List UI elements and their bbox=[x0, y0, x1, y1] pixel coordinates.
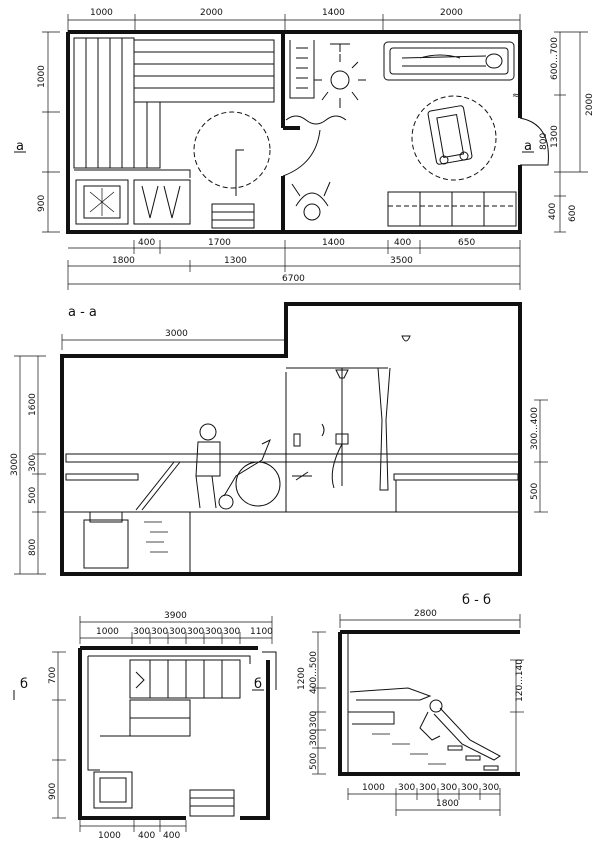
section-bb-bottom-3: 300 bbox=[419, 783, 436, 793]
section-aa-left-3: 500 bbox=[28, 487, 38, 504]
plan-b-top-dim-8: 1100 bbox=[250, 627, 273, 637]
section-bb-bottom-4: 300 bbox=[440, 783, 457, 793]
section-bb-bottom-5: 300 bbox=[461, 783, 478, 793]
shower-area bbox=[285, 40, 366, 125]
section-aa-walls bbox=[60, 302, 522, 576]
plan-b-top-total: 3900 bbox=[164, 611, 187, 621]
shower-section bbox=[292, 367, 391, 491]
sauna-benches bbox=[73, 37, 275, 229]
section-bb-bottom-6: 300 bbox=[482, 783, 499, 793]
plan-b-top-dim-5: 300 bbox=[187, 627, 204, 637]
plan-right-dim-outer: 2000 bbox=[585, 93, 595, 116]
plan-bottom-dim-8: 3500 bbox=[390, 256, 413, 266]
section-aa-right-1: 300...400 bbox=[530, 407, 540, 450]
plan-b-bottom-dimensions: 1000 400 400 bbox=[79, 820, 187, 841]
plan-b-section-mark-right: б bbox=[254, 677, 262, 692]
plan-right-dim-2: 1300 bbox=[550, 125, 560, 148]
door-swing bbox=[282, 129, 321, 177]
section-bb-title: б - б bbox=[462, 593, 491, 608]
section-bb-left-dimensions: 1200 400...500 300 300 500 bbox=[297, 631, 326, 775]
wheelchair-plan bbox=[411, 95, 497, 181]
plan-bottom-dim-4: 400 bbox=[394, 238, 411, 248]
plan-water-mark: ≈ bbox=[512, 91, 520, 101]
section-bb: б - б 2800 1200 400...500 300 300 5 bbox=[297, 593, 525, 816]
plan-b-bottom-dim-2: 400 bbox=[138, 831, 155, 841]
plan-top-dim-3: 1400 bbox=[322, 8, 345, 18]
plan-b: 3900 1000 300 300 300 300 300 300 1100 б… bbox=[13, 611, 277, 841]
plan-left-dim-2: 900 bbox=[37, 195, 47, 212]
section-aa-left-dimensions: 3000 1600 300 500 800 bbox=[10, 355, 46, 575]
plan-bottom-dimensions: 400 1700 1400 400 650 1800 1300 3500 670… bbox=[67, 238, 521, 290]
section-aa-top-dim: 3000 bbox=[165, 329, 188, 339]
plan-bottom-dim-7: 1300 bbox=[224, 256, 247, 266]
plan-bottom-dim-3: 1400 bbox=[322, 238, 345, 248]
section-aa-right-dimensions: 300...400 500 bbox=[530, 399, 548, 513]
plan-top-dim-2: 2000 bbox=[200, 8, 223, 18]
section-bb-bottom-2: 300 bbox=[398, 783, 415, 793]
section-aa-left-4: 800 bbox=[28, 539, 38, 556]
plan-b-section-mark-left: б bbox=[20, 677, 28, 692]
plan-b-left-dim-2: 900 bbox=[48, 783, 58, 800]
section-bb-left-4: 300 bbox=[309, 729, 319, 746]
plan-b-left-dimensions: 700 900 bbox=[48, 651, 66, 819]
section-bb-top-dim: 2800 bbox=[414, 609, 437, 619]
plan-b-top-dim-1: 1000 bbox=[96, 627, 119, 637]
section-bb-left-1: 1200 bbox=[297, 667, 307, 690]
section-aa-title: а - а bbox=[68, 305, 97, 320]
plan-bottom-dim-2: 1700 bbox=[208, 238, 231, 248]
plan-right-dim-1: 600...700 bbox=[550, 37, 560, 80]
section-bb-right-dimensions: 120...140 bbox=[510, 659, 525, 774]
plan-right-dimensions: 600...700 1300 800 400 600 2000 bbox=[539, 31, 595, 233]
plan-bottom-dim-5: 650 bbox=[458, 238, 475, 248]
section-bb-right-dim: 120...140 bbox=[515, 659, 525, 702]
plan-bottom-total: 6700 bbox=[282, 274, 305, 284]
plan-section-mark-left: а bbox=[16, 139, 24, 154]
plan-b-left-dim-1: 700 bbox=[48, 667, 58, 684]
plan-bottom-dim-1: 400 bbox=[138, 238, 155, 248]
plan-b-walls bbox=[78, 646, 270, 820]
plan-b-bottom-dim-3: 400 bbox=[163, 831, 180, 841]
section-aa-left-1: 1600 bbox=[28, 393, 38, 416]
plan-bottom-dim-6: 1800 bbox=[112, 256, 135, 266]
section-aa-right-2: 500 bbox=[530, 483, 540, 500]
plan-b-top-dim-6: 300 bbox=[205, 627, 222, 637]
section-bb-left-5: 500 bbox=[309, 753, 319, 770]
plan-b-top-dim-2: 300 bbox=[133, 627, 150, 637]
section-aa: а - а 3000 bbox=[10, 302, 548, 576]
section-bb-left-2: 400...500 bbox=[309, 651, 319, 694]
turning-circle bbox=[193, 111, 271, 189]
section-aa-left-outer: 3000 bbox=[10, 453, 20, 476]
plan-walls bbox=[66, 30, 522, 234]
plan-top-dimensions: 1000 2000 1400 2000 bbox=[67, 8, 521, 34]
floor-plan: 1000 2000 1400 2000 1000 900 а bbox=[14, 8, 595, 290]
section-aa-lamp bbox=[401, 335, 411, 342]
shower-bed bbox=[383, 41, 515, 81]
person-plan bbox=[291, 181, 331, 221]
plan-b-top-dimensions: 3900 1000 300 300 300 300 300 300 1100 bbox=[79, 611, 273, 644]
plan-b-bottom-dim-1: 1000 bbox=[98, 831, 121, 841]
section-bb-bottom-1: 1000 bbox=[362, 783, 385, 793]
person-wheelchair-section bbox=[195, 423, 281, 510]
plan-b-top-dim-7: 300 bbox=[223, 627, 240, 637]
plan-b-top-dim-4: 300 bbox=[169, 627, 186, 637]
section-bb-left-3: 300 bbox=[309, 711, 319, 728]
plan-b-top-dim-3: 300 bbox=[151, 627, 168, 637]
entrance-door bbox=[519, 117, 549, 166]
bench-right bbox=[387, 191, 517, 227]
section-bb-bottom-dimensions: 1000 300 300 300 300 300 1800 bbox=[347, 783, 501, 816]
plan-left-dimensions: 1000 900 bbox=[37, 31, 60, 233]
plan-left-dim-1: 1000 bbox=[37, 65, 47, 88]
plan-right-dim-4: 400 bbox=[548, 203, 558, 220]
plan-right-dim-5: 600 bbox=[568, 205, 578, 222]
plan-right-dim-3: 800 bbox=[539, 133, 549, 150]
section-bb-bottom-total: 1800 bbox=[436, 799, 459, 809]
plan-top-dim-1: 1000 bbox=[90, 8, 113, 18]
plan-top-dim-4: 2000 bbox=[440, 8, 463, 18]
section-aa-left-2: 300 bbox=[28, 455, 38, 472]
plan-section-mark-right: а bbox=[524, 139, 532, 154]
